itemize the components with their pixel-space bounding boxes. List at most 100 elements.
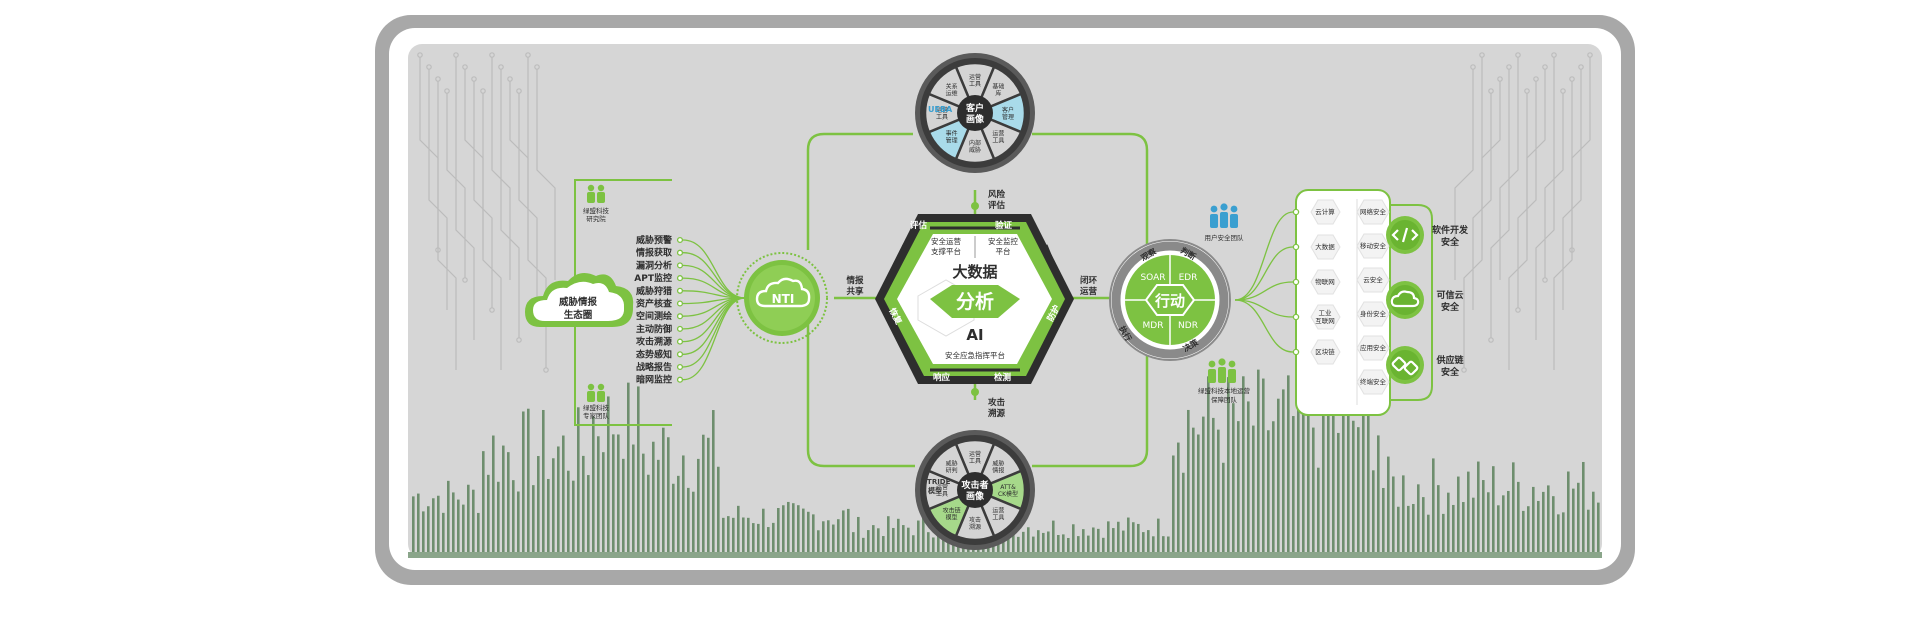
action-label: 行动 xyxy=(1154,292,1185,310)
capability-item: 威胁预警 xyxy=(636,234,672,246)
wheel-segment-label: 运营 xyxy=(969,73,981,81)
team-bottom-line1: 绿盟科技 xyxy=(583,403,610,412)
capability-dot xyxy=(676,287,684,294)
wheel-segment-label: 运营 xyxy=(936,106,948,114)
capability-dot xyxy=(676,275,684,282)
threat-intel-cloud: 威胁情报 生态圈 xyxy=(525,272,634,327)
wheel-segment-label: 攻击链 xyxy=(943,506,961,514)
scenario-item: 区块链 xyxy=(1292,339,1341,365)
people-icon xyxy=(1208,358,1236,383)
link-attacker-action xyxy=(1032,350,1149,468)
wheel-segment xyxy=(927,65,972,110)
capability-dot xyxy=(676,338,684,345)
wheel-segment-label: 基础 xyxy=(992,83,1004,91)
local-ops-team: 绿盟科技本地运营 保障团队 xyxy=(1198,358,1251,404)
monitor-platform-line1: 安全监控 xyxy=(988,236,1018,246)
wheel-segment-label: 管理 xyxy=(1002,113,1014,121)
wheel-segment-label: 库 xyxy=(995,90,1001,98)
wheel-segment-label: 内部 xyxy=(969,139,981,147)
capability-dot xyxy=(676,249,684,256)
security-domain-label: 应用安全 xyxy=(1360,343,1387,352)
outcome-label: 安全 xyxy=(1441,236,1460,248)
capability-dot xyxy=(676,300,684,307)
outcome-label: 安全 xyxy=(1441,301,1460,313)
link-customer-action xyxy=(1032,132,1149,250)
capability-list: 威胁预警情报获取漏洞分析APT监控威胁狩猎资产核查空间测绘主动防御攻击溯源态势感… xyxy=(634,234,684,386)
wheel-title: 画像 xyxy=(966,490,985,502)
wheel-segment-label: 客户 xyxy=(1002,106,1014,114)
capability-item: 威胁狩猎 xyxy=(636,285,672,297)
wheel-segment-label: 威胁 xyxy=(969,146,981,154)
wheel-title: 客户 xyxy=(965,102,984,114)
outcome-bracket xyxy=(1390,204,1433,401)
wheel-segment-label: 事件 xyxy=(946,129,958,137)
security-domain-item: 终端安全 xyxy=(1356,369,1390,395)
security-domain-label: 身份安全 xyxy=(1360,309,1387,318)
wheel-segment-label: 威胁 xyxy=(992,460,1004,468)
scenario-item: 大数据 xyxy=(1292,234,1341,260)
wheel-segment-label: 运营 xyxy=(992,506,1004,514)
cloud-label-line2: 生态圈 xyxy=(564,309,593,321)
security-domain-label: 移动安全 xyxy=(1360,241,1387,250)
wheel-segment-label: 威胁 xyxy=(946,460,958,468)
cloud-label-line1: 威胁情报 xyxy=(559,296,598,308)
chain-icon xyxy=(1391,356,1419,376)
scenario-item: 物联网 xyxy=(1292,269,1341,295)
closed-loop-line2: 运营 xyxy=(1080,286,1098,297)
cloud-icon xyxy=(755,277,811,308)
ueba-label: UEBA xyxy=(928,105,953,114)
node-dot xyxy=(971,388,979,396)
wheel-segment-label: 运营 xyxy=(936,483,948,491)
local-team-line2: 保障团队 xyxy=(1211,395,1238,404)
city-skyline xyxy=(408,367,1602,558)
capability-item: 暗网监控 xyxy=(636,374,672,386)
cloud-icon xyxy=(1390,290,1420,308)
outcome-label: 安全 xyxy=(1441,366,1460,378)
share-label-line2: 共享 xyxy=(846,286,864,297)
ops-platform-line1: 安全运营 xyxy=(931,236,961,246)
customer-profile-wheel: 运营工具基础库客户管理运营工具内部威胁事件管理运营工具关系运维客户画像UEBA xyxy=(915,53,1035,173)
wheel-title: 画像 xyxy=(966,113,985,125)
wheel-segment-label: 管理 xyxy=(946,136,958,144)
security-domain-label: 终端安全 xyxy=(1360,377,1387,386)
local-team-line1: 绿盟科技本地运营 xyxy=(1198,386,1251,395)
capability-dot xyxy=(676,351,684,358)
stage-verify: 验证 xyxy=(995,220,1013,231)
link-nti-customer xyxy=(806,132,913,250)
capability-dot xyxy=(676,262,684,269)
wheel-segment-label: 情报 xyxy=(992,467,1004,475)
ndr-label: NDR xyxy=(1178,321,1198,331)
node-dot xyxy=(971,202,979,210)
capability-dot xyxy=(676,325,684,332)
wheel-segment-label: 工具 xyxy=(992,514,1004,521)
scenario-label: 大数据 xyxy=(1315,242,1335,251)
people-icon xyxy=(587,184,605,203)
wheel-segment-label: 工具 xyxy=(969,458,981,465)
monitor-platform-line2: 平台 xyxy=(996,246,1011,256)
cycle-arrows xyxy=(888,226,1062,372)
wheel-segment-label: 运维 xyxy=(946,90,958,98)
people-icon xyxy=(587,383,605,402)
team-top-line2: 研究院 xyxy=(586,214,606,223)
link-nti-attacker xyxy=(806,305,915,468)
trace-label-line1: 攻击 xyxy=(988,397,1006,408)
research-team: 绿盟科技 研究院 xyxy=(583,184,610,223)
soar-label: SOAR xyxy=(1140,273,1165,283)
risk-label-line2: 评估 xyxy=(988,200,1006,211)
expert-team: 绿盟科技 专家团队 xyxy=(583,383,610,420)
capability-item: 攻击溯源 xyxy=(636,336,672,348)
capability-item: 情报获取 xyxy=(635,247,673,259)
code-icon xyxy=(1391,227,1419,243)
bigdata-label: 大数据 xyxy=(952,263,997,281)
capability-dot xyxy=(676,363,684,371)
capability-dot xyxy=(676,313,684,320)
stage-detect: 检测 xyxy=(994,372,1012,383)
wheel-segment-label: 运营 xyxy=(969,450,981,458)
wheel-segment-label: 溯源 xyxy=(969,523,981,531)
